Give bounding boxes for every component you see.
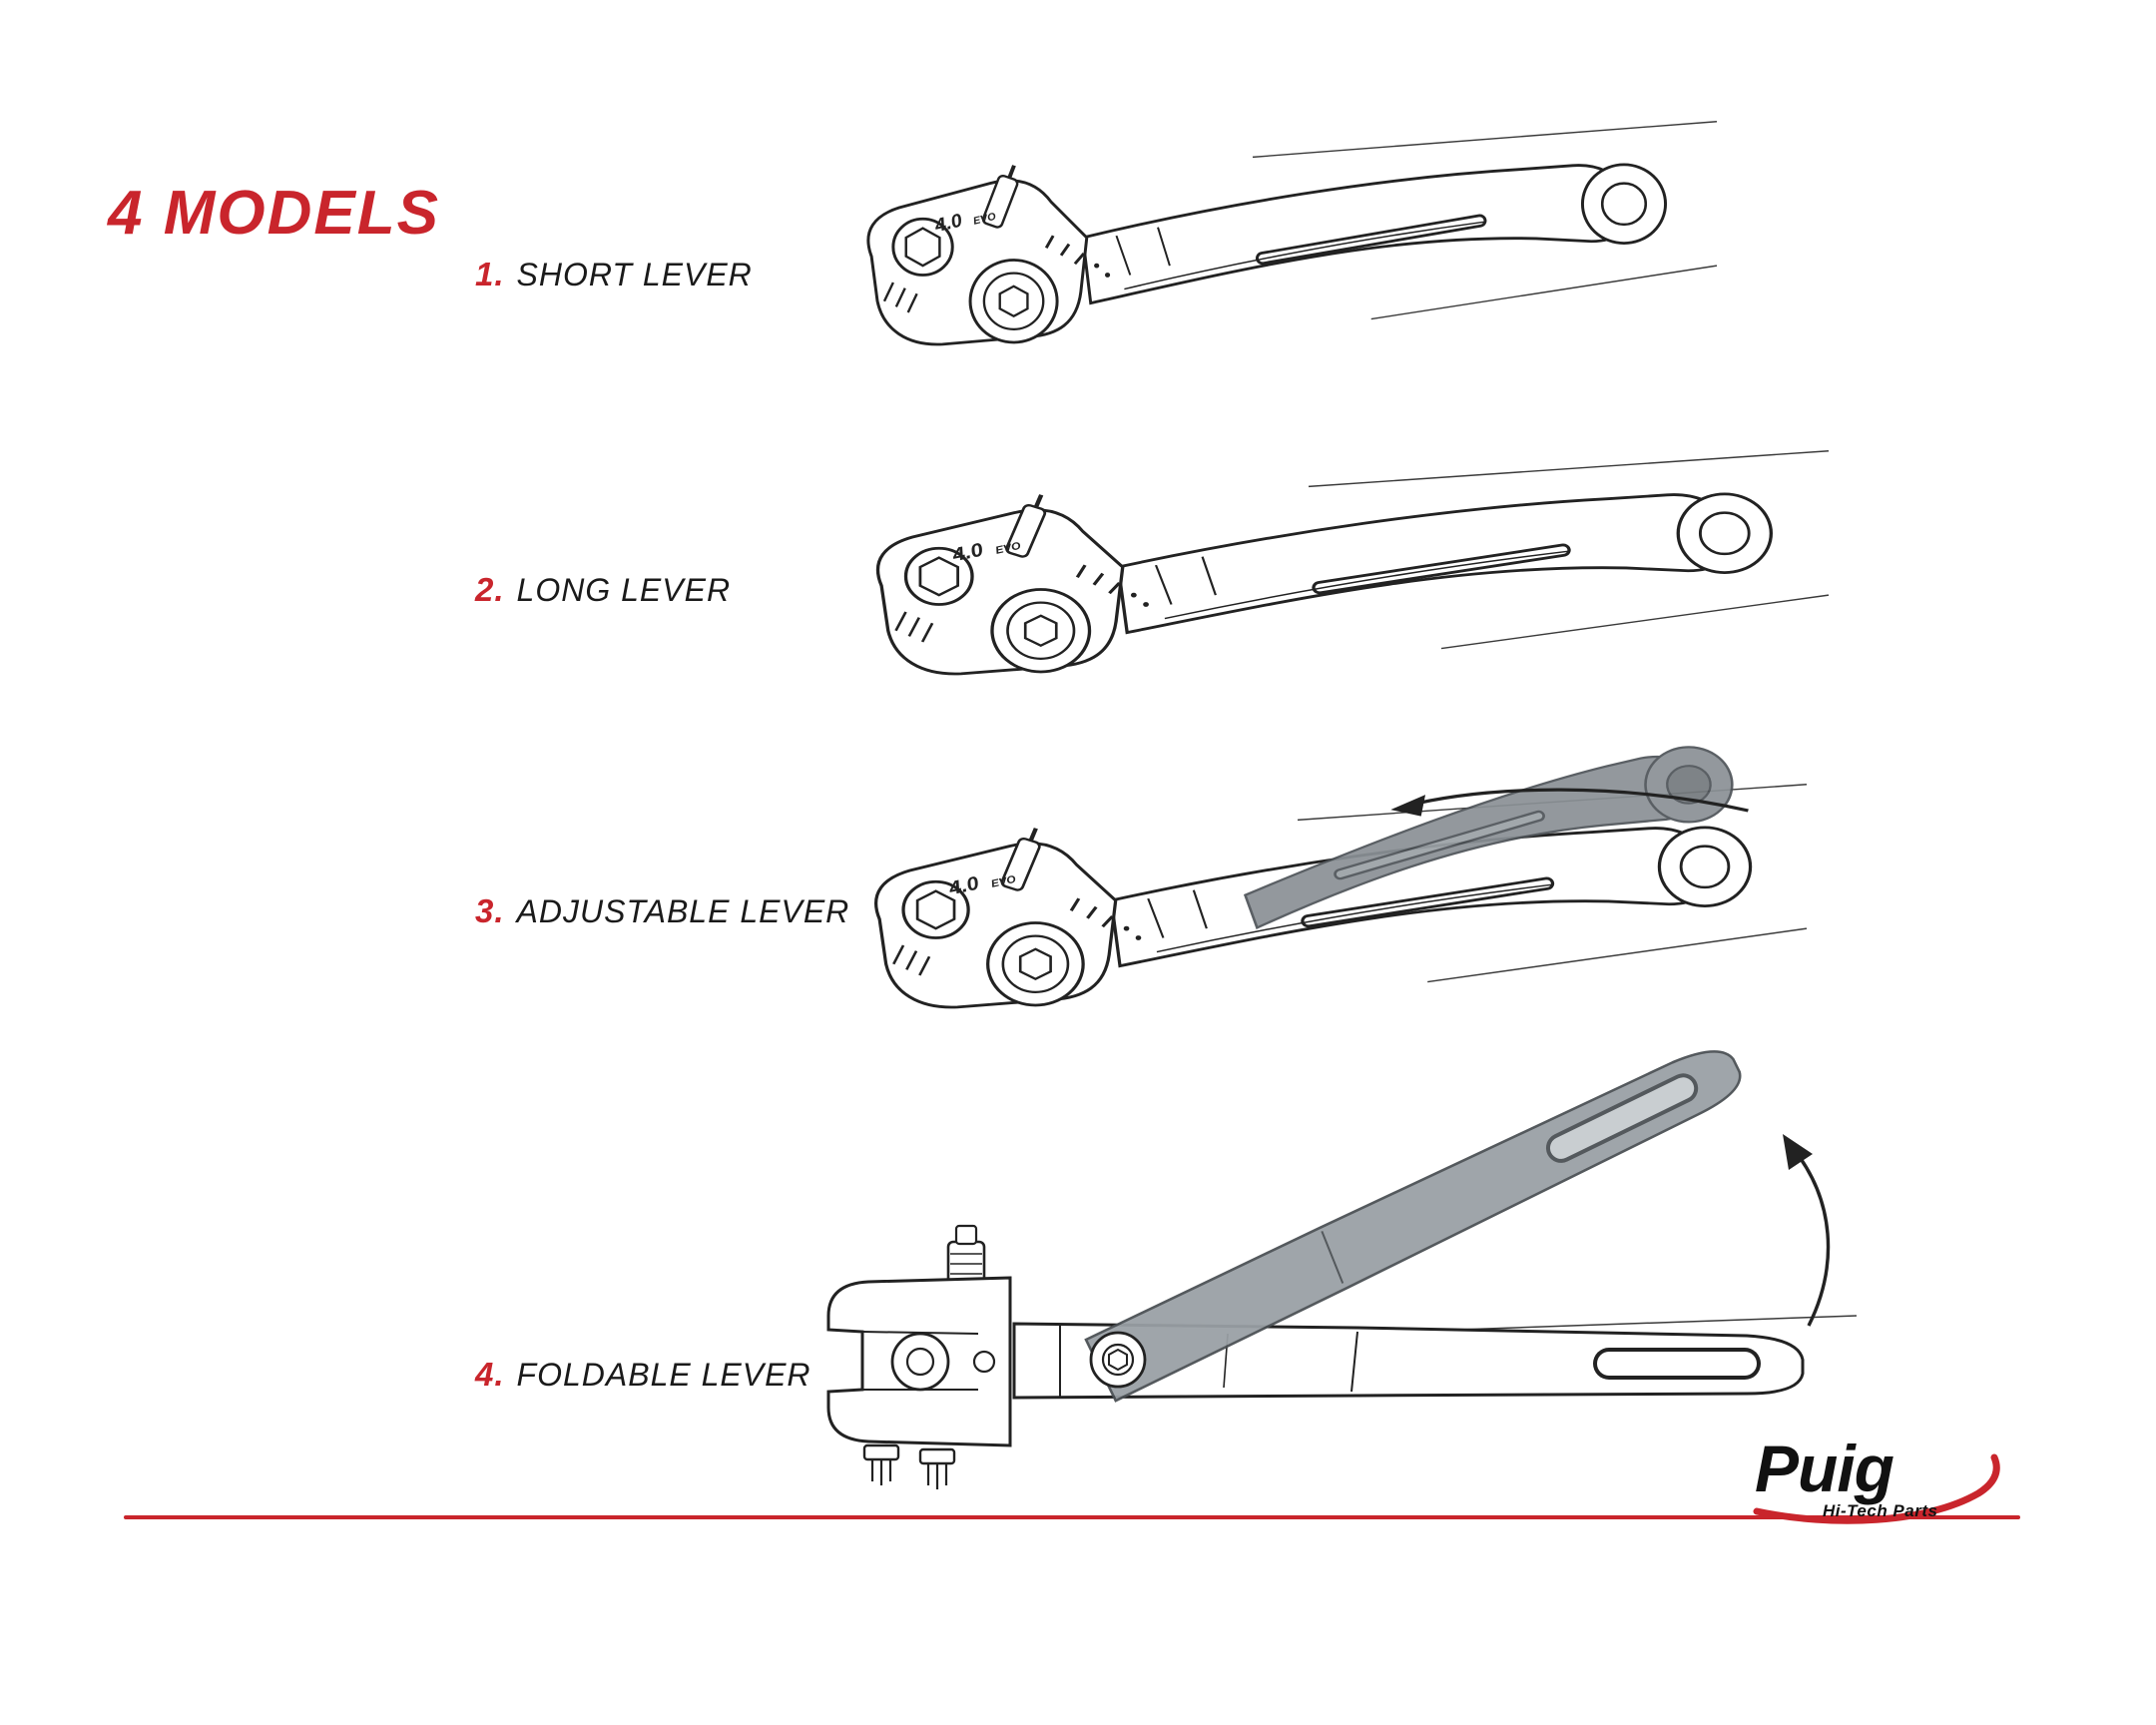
- model-text-4: FOLDABLE LEVER: [516, 1357, 811, 1393]
- footer-divider-line: [124, 1515, 2020, 1519]
- brand-tagline: Hi-Tech Parts: [1823, 1501, 1938, 1520]
- foldable-blade: [1012, 1322, 1805, 1400]
- brand-name: Puig: [1755, 1432, 1894, 1505]
- folded-position-overlay: [1084, 1050, 1742, 1403]
- page-title: 4 MODELS: [108, 179, 440, 248]
- adjusted-position-overlay: [1243, 746, 1734, 929]
- adjust-direction-arrow: [1390, 788, 1749, 817]
- fold-pivot-bolt: [1089, 1331, 1147, 1389]
- model-label-short-lever: 1. SHORT LEVER: [475, 256, 753, 293]
- foldable-lever-drawing: [826, 1050, 1858, 1489]
- model-label-adjustable-lever: 3. ADJUSTABLE LEVER: [475, 892, 849, 930]
- model-number-3: 3.: [475, 892, 505, 929]
- model-text-1: SHORT LEVER: [516, 257, 753, 292]
- short-lever-drawing: [789, 118, 1717, 417]
- model-text-2: LONG LEVER: [516, 572, 732, 608]
- brand-swoosh-icon: [1753, 1453, 2000, 1524]
- model-text-3: ADJUSTABLE LEVER: [516, 893, 850, 929]
- model-label-long-lever: 2. LONG LEVER: [475, 571, 731, 609]
- model-number-2: 2.: [475, 571, 505, 608]
- adjustable-lever-drawing: [789, 746, 1807, 1080]
- model-number-1: 1.: [475, 256, 505, 292]
- fold-direction-arrow: [1783, 1134, 1831, 1327]
- sketch-guide-line: [1456, 1315, 1858, 1331]
- model-number-4: 4.: [475, 1356, 505, 1393]
- clevis-mount: [826, 1224, 1012, 1489]
- model-label-foldable-lever: 4. FOLDABLE LEVER: [475, 1356, 811, 1394]
- brand-logo: Puig Hi-Tech Parts: [1749, 1436, 2028, 1545]
- long-lever-drawing: [789, 447, 1829, 747]
